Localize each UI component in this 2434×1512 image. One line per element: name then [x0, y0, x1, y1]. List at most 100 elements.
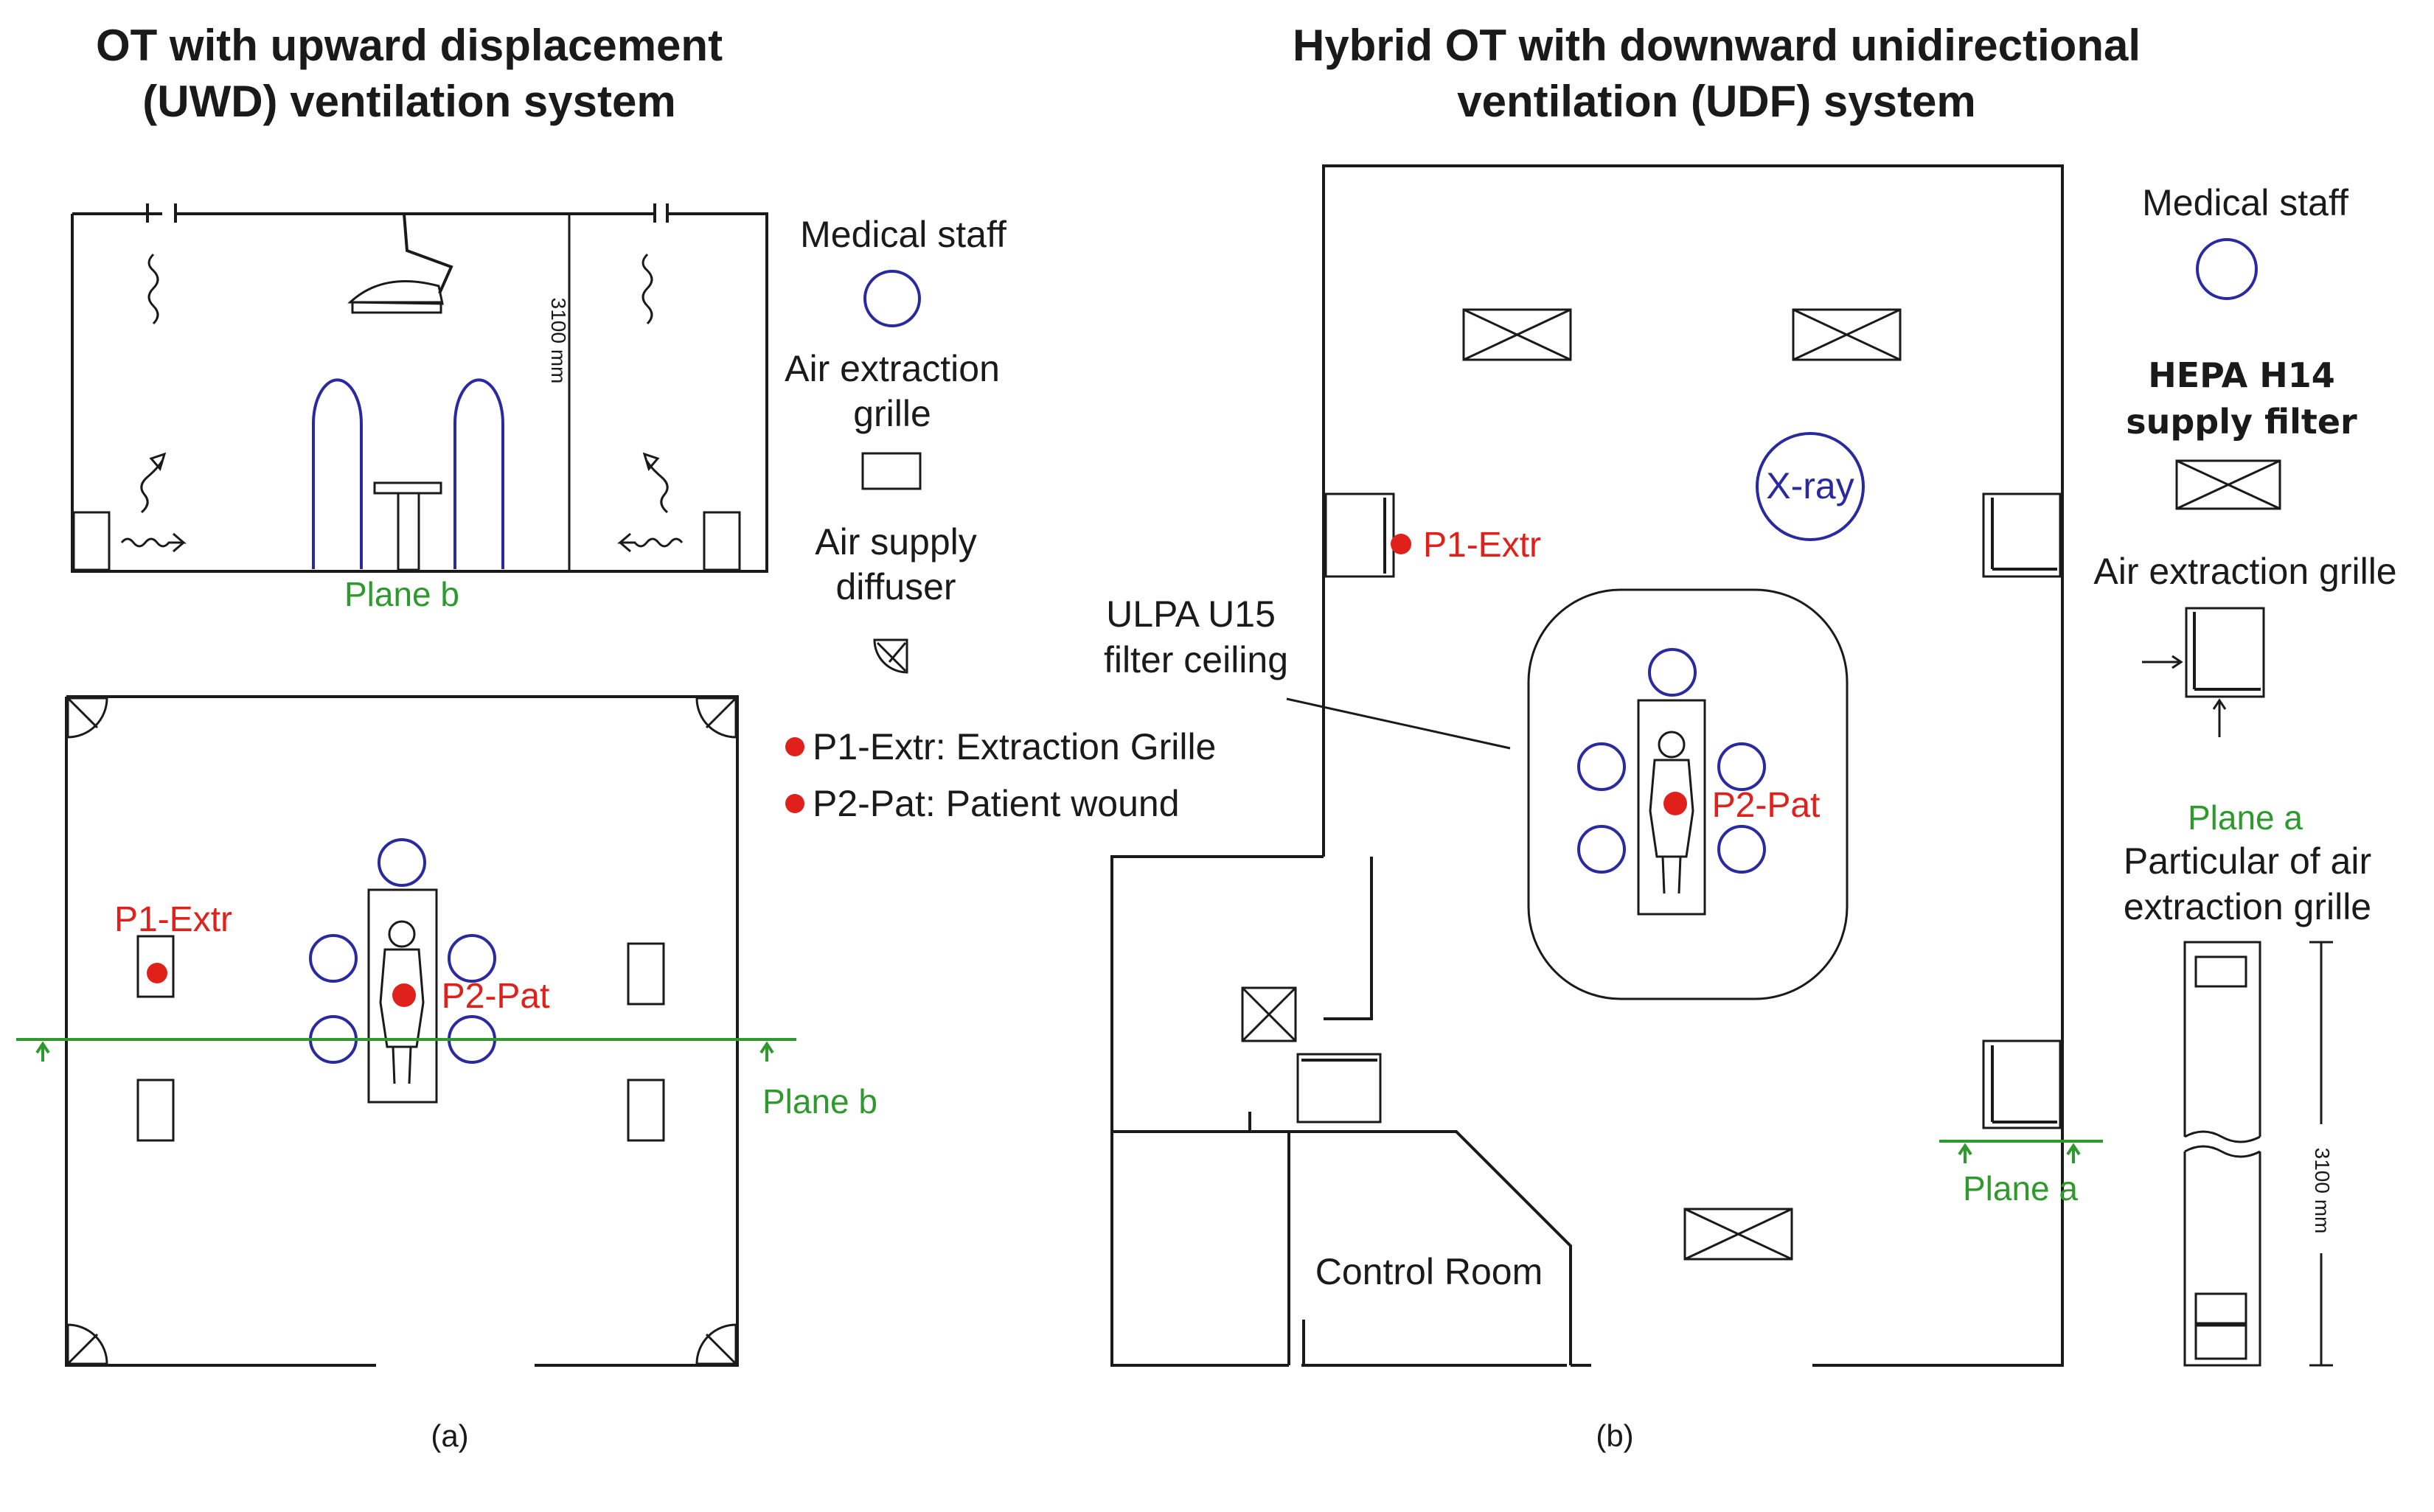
- legend-staff-icon: [2196, 238, 2258, 300]
- hepa-filter-icon: [1683, 1208, 1793, 1261]
- legend-b-particular-line2: extraction grille: [2124, 886, 2371, 927]
- legend-p2-dot: [785, 794, 804, 813]
- hepa-filter-icon: [1462, 308, 1572, 361]
- legend-a-air-extraction-line1: Air extraction: [785, 348, 1000, 389]
- medical-staff-icon: [1577, 742, 1626, 791]
- air-stream-icon: [140, 460, 164, 514]
- corner-diffuser-icon: [66, 1323, 108, 1365]
- air-stream-icon: [147, 253, 159, 325]
- corner-diffuser-icon: [695, 697, 737, 739]
- legend-b: Medical staff HEPA H14 supply filter Air…: [2093, 182, 2397, 1367]
- plane-arrow-icon: [2066, 1143, 2081, 1163]
- patient-icon: [1649, 731, 1694, 894]
- legend-a-air-supply-line1: Air supply: [815, 521, 977, 562]
- medical-staff-icon: [448, 934, 496, 983]
- operating-table: [1637, 699, 1706, 916]
- corner-diffuser-icon: [695, 1323, 737, 1365]
- panel-b: Hybrid OT with downward unidirectional v…: [1104, 21, 2141, 1453]
- plan-a-p2-label: P2-Pat: [442, 977, 550, 1016]
- air-supply-flow-icon: [616, 532, 684, 553]
- plan-a-p1-label: P1-Extr: [114, 900, 232, 939]
- control-room-outline: [1287, 1130, 1572, 1365]
- extraction-grille: [1296, 1053, 1382, 1123]
- extraction-grille-p1: [1324, 492, 1395, 578]
- legend-staff-icon: [863, 270, 921, 327]
- operating-table-stand: [397, 492, 420, 571]
- plan-a-plane-b-label: Plane b: [762, 1082, 877, 1121]
- x-ray-icon: [1756, 432, 1865, 541]
- legend-a-air-supply-line2: diffuser: [835, 566, 956, 607]
- extraction-grille: [136, 1079, 175, 1142]
- operating-table-top: [373, 481, 442, 495]
- plane-arrow-icon: [1958, 1143, 1972, 1163]
- floor-diffuser-right: [703, 511, 741, 571]
- corner-diffuser-icon: [66, 697, 108, 739]
- legend-b-air-extraction: Air extraction grille: [2093, 551, 2396, 592]
- extraction-grille: [1982, 1039, 2062, 1129]
- legend-extraction-grille-icon: [861, 452, 922, 490]
- extraction-grille: [1982, 492, 2062, 578]
- p1-extr-point: [1391, 534, 1411, 554]
- annex-outline: [1110, 855, 1324, 1367]
- legend-b-hepa-line2: supply filter: [2126, 402, 2357, 442]
- staff-section-right: [453, 378, 504, 569]
- plane-arrow-icon: [35, 1041, 50, 1062]
- operating-table: [367, 888, 438, 1104]
- section-plane-b-label: Plane b: [344, 575, 459, 613]
- section-height-label: 3100 mm: [547, 298, 570, 384]
- lamp-base: [351, 301, 442, 314]
- extraction-grille: [627, 1079, 665, 1142]
- hepa-filter-icon: [1241, 986, 1297, 1042]
- medical-staff-icon: [309, 934, 358, 983]
- arrow-head-icon: [149, 452, 167, 472]
- patient-icon: [379, 920, 425, 1084]
- legend-air-supply-diffuser-icon: [873, 638, 908, 674]
- section-view-b: 3100 mm Plane b: [71, 203, 768, 613]
- x-ray-label: X-ray: [1766, 465, 1854, 506]
- legend-a-air-extraction-line2: grille: [853, 393, 931, 434]
- legend-hepa-filter-icon: [2175, 459, 2281, 510]
- floor-diffuser-left: [72, 511, 111, 571]
- panel-a-title-line1: OT with upward displacement: [96, 21, 723, 70]
- control-room-label: Control Room: [1315, 1251, 1543, 1292]
- legend-a: Medical staff Air extraction grille Air …: [785, 214, 1216, 824]
- caption-b: (b): [1596, 1418, 1633, 1453]
- caption-a: (a): [431, 1418, 468, 1453]
- section-outline: [71, 212, 768, 573]
- grille-detail-icon: [2183, 941, 2333, 1367]
- legend-a-p2-key: P2-Pat: Patient wound: [813, 783, 1180, 824]
- ulpa-label-line2: filter ceiling: [1104, 639, 1288, 680]
- surgical-lamp-icon: [347, 280, 444, 305]
- ulpa-filter-ceiling: [1527, 588, 1849, 1000]
- plan-outline-right: [66, 695, 739, 1367]
- lamp-arm: [403, 213, 453, 294]
- legend-a-p1-key: P1-Extr: Extraction Grille: [813, 726, 1216, 767]
- ulpa-leader-line: [1286, 697, 1511, 750]
- air-stream-icon: [645, 460, 669, 514]
- medical-staff-icon: [1648, 648, 1697, 697]
- extraction-grille: [627, 942, 665, 1006]
- panel-b-title-line1: Hybrid OT with downward unidirectional: [1293, 21, 2141, 70]
- plan-outline-left: [65, 697, 376, 1367]
- staff-section-left: [312, 378, 363, 569]
- air-stream-icon: [641, 253, 653, 325]
- plan-b-p1-label: P1-Extr: [1423, 526, 1541, 565]
- annex-partition: [1324, 857, 1373, 1020]
- medical-staff-icon: [1717, 825, 1766, 874]
- legend-b-hepa-line1: HEPA H14: [2148, 355, 2335, 395]
- hepa-filter-icon: [1792, 308, 1902, 361]
- panel-a-title-line2: (UWD) ventilation system: [142, 77, 675, 126]
- p2-pat-point: [392, 983, 416, 1007]
- plan-view-a: P1-Extr P2-Pat Plane b: [16, 695, 877, 1367]
- legend-a-medical-staff: Medical staff: [800, 214, 1006, 255]
- medical-staff-icon: [1577, 825, 1626, 874]
- grille-height-label: 3100 mm: [2311, 1148, 2334, 1234]
- plane-arrow-icon: [759, 1041, 774, 1062]
- p2-pat-point: [1663, 792, 1687, 815]
- plan-b-plane-a-label: Plane a: [1963, 1169, 2078, 1208]
- arrow-head-icon: [642, 452, 660, 472]
- panel-b-title-line2: ventilation (UDF) system: [1457, 77, 1975, 126]
- hybrid-ot-outline: [1322, 164, 2064, 1367]
- air-supply-flow-icon: [120, 532, 187, 553]
